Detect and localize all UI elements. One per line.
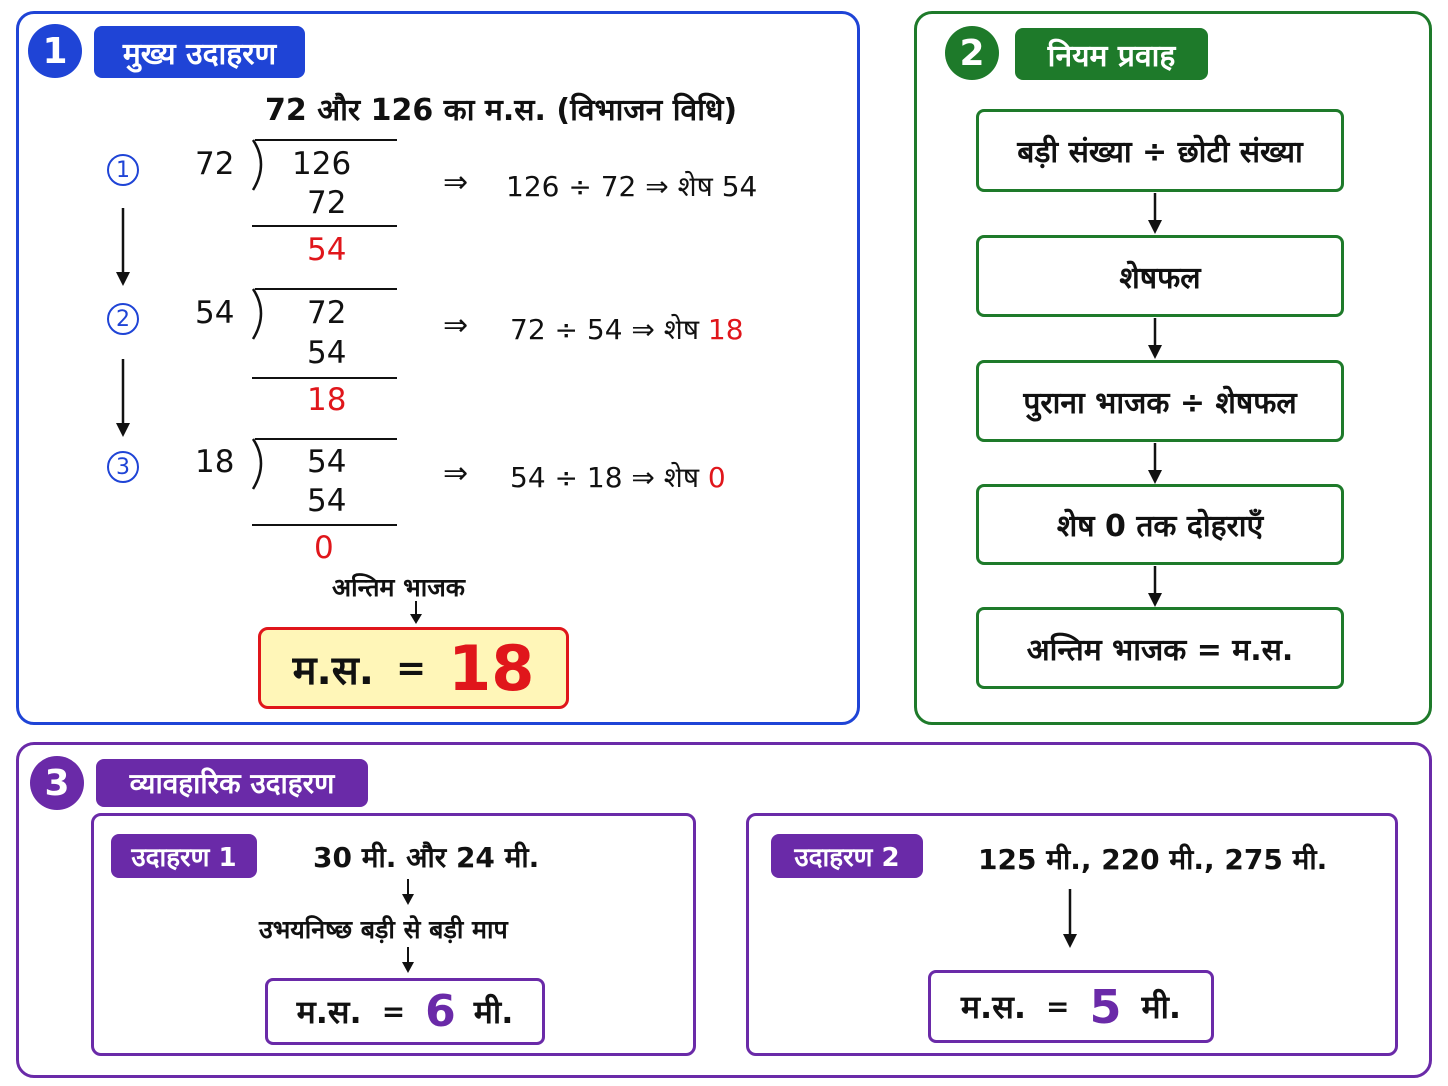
final-divisor-arrow [410,601,422,624]
step-1-divisor: 72 [195,146,235,182]
main-example-panel [16,11,860,725]
step-arrow-1 [116,208,130,286]
example-1-tag: उदाहरण 1 [111,834,257,878]
example-1-arrow-1 [402,879,414,905]
example-2-tag: उदाहरण 2 [771,834,923,878]
flow-step-3: पुराना भाजक ÷ शेषफल [976,360,1344,442]
example-2-answer-label: म.स. [960,988,1026,1026]
step-1-eq-remainder: 54 [721,170,758,203]
step-3-division-lines [251,438,397,526]
step-arrow-2 [116,359,130,437]
flow-arrow-1 [1148,193,1162,234]
main-example-heading: 72 और 126 का म.स. (विभाजन विधि) [265,93,738,128]
step-3-remainder: 0 [314,530,334,566]
flow-step-1: बड़ी संख्या ÷ छोटी संख्या [976,109,1344,192]
step-marker-3: 3 [107,451,139,483]
flow-step-4: शेष 0 तक दोहराएँ [976,484,1344,565]
final-divisor-label: अन्तिम भाजक [332,573,465,602]
example-1-question: 30 मी. और 24 मी. [313,841,540,874]
example-1-answer-unit: मी. [473,993,514,1031]
step-3-eq-remainder: 0 [707,461,726,494]
hcf-result-box: म.स. = 18 [258,627,569,709]
flow-step-5: अन्तिम भाजक = म.स. [976,607,1344,689]
step-marker-2: 2 [107,303,139,335]
example-1-answer-value: 6 [425,986,456,1037]
section-2-title: नियम प्रवाह [1015,28,1208,80]
flow-step-2: शेषफल [976,235,1344,317]
flow-arrow-2 [1148,318,1162,359]
example-1-answer-label: म.स. [296,993,362,1031]
hcf-result-label: म.स. [292,647,374,694]
step-2-product: 54 [307,335,347,371]
step-1-remainder: 54 [307,232,347,268]
section-1-badge: 1 [28,24,82,78]
example-1-arrow-2 [402,947,414,973]
flow-arrow-3 [1148,443,1162,484]
step-marker-1: 1 [107,154,139,186]
step-2-division-lines [251,288,397,379]
example-2-answer: म.स. = 5 मी. [928,970,1214,1043]
step-3-dividend: 54 [307,444,347,480]
example-2-answer-unit: मी. [1141,988,1182,1026]
example-1-answer: म.स. = 6 मी. [265,978,545,1045]
section-1-title: मुख्य उदाहरण [94,26,305,78]
example-2-question: 125 मी., 220 मी., 275 मी. [978,843,1328,876]
hcf-result-value: 18 [448,631,535,705]
step-2-equation: 72 ÷ 54 ⇒ शेष 18 [510,313,744,346]
example-2-arrow [1063,889,1077,948]
hcf-result-equals: = [395,647,427,689]
section-2-badge: 2 [945,26,999,80]
example-2-answer-value: 5 [1089,979,1122,1034]
step-2-remainder: 18 [307,382,347,418]
example-2-answer-equals: = [1046,990,1070,1023]
step-3-implies: ⇒ [443,456,469,491]
section-3-badge: 3 [30,756,84,810]
example-1-answer-equals: = [381,995,406,1028]
step-2-divisor: 54 [195,295,235,331]
step-2-eq-remainder: 18 [707,313,744,346]
step-1-equation: 126 ÷ 72 ⇒ शेष 54 [506,170,758,203]
step-1-implies: ⇒ [443,165,469,200]
section-3-title: व्यावहारिक उदाहरण [96,759,368,807]
step-1-product: 72 [307,185,347,221]
step-1-division-lines [251,139,397,227]
step-3-equation: 54 ÷ 18 ⇒ शेष 0 [510,461,726,494]
example-1-note: उभयनिष्छ बड़ी से बड़ी माप [259,915,508,944]
step-1-dividend: 126 [292,146,352,182]
step-3-divisor: 18 [195,444,235,480]
flow-arrow-4 [1148,566,1162,607]
step-2-implies: ⇒ [443,308,469,343]
step-2-dividend: 72 [307,295,347,331]
step-3-product: 54 [307,483,347,519]
